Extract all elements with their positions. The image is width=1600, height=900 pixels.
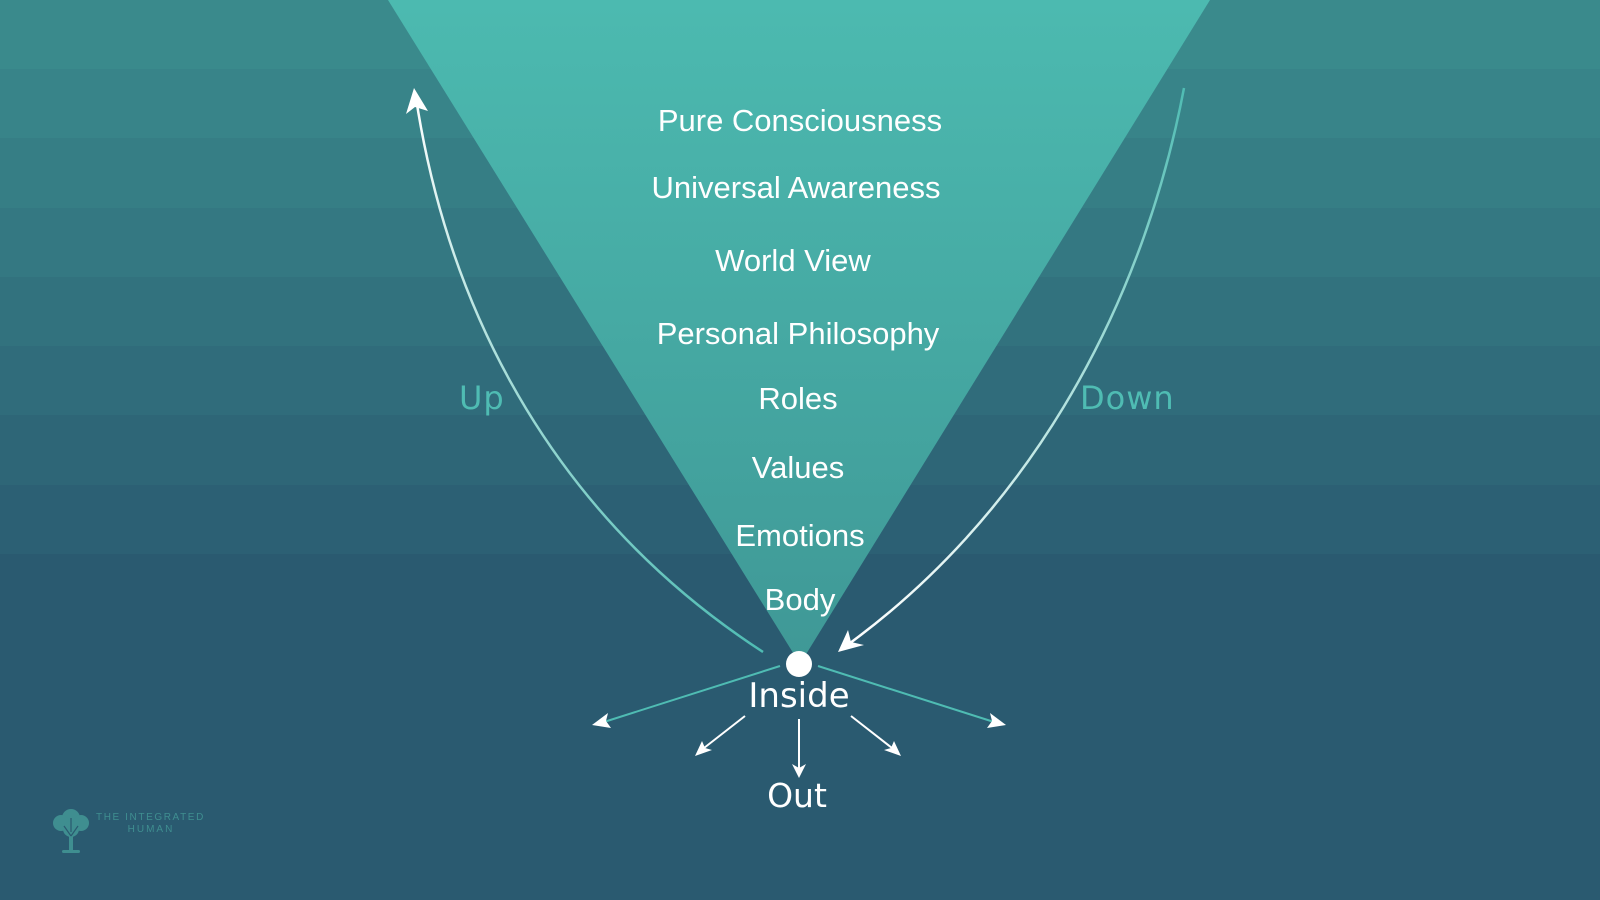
up-arrow-curve bbox=[414, 97, 764, 654]
up-arrow-head bbox=[406, 88, 428, 114]
layer-values: Values bbox=[751, 450, 845, 485]
down-arrow-curve bbox=[845, 87, 1186, 648]
out-arrow-left bbox=[703, 715, 746, 749]
out-arrow-left-head bbox=[695, 741, 712, 756]
out-arrow-far-right-head bbox=[987, 713, 1006, 728]
out-arrow-far-left bbox=[603, 665, 781, 723]
out-arrow-down-head bbox=[792, 764, 806, 778]
out-arrow-far-right bbox=[817, 665, 995, 723]
awareness-cone bbox=[388, 0, 1210, 664]
layer-roles: Roles bbox=[758, 381, 838, 416]
down-label: Down bbox=[1080, 379, 1175, 417]
brand-name-line2: HUMAN bbox=[127, 824, 175, 835]
out-label: Out bbox=[767, 776, 827, 815]
inside-point bbox=[786, 651, 812, 677]
brand-logo: THE INTEGRATED HUMAN bbox=[50, 806, 210, 860]
outward-arrows bbox=[592, 665, 1006, 778]
down-arrow-head bbox=[838, 630, 864, 652]
layer-body: Body bbox=[764, 582, 836, 617]
up-label: Up bbox=[459, 379, 505, 417]
layer-world-view: World View bbox=[715, 243, 871, 278]
brand-name-line1: THE INTEGRATED bbox=[96, 812, 205, 823]
out-arrow-right-head bbox=[884, 741, 901, 756]
out-arrow-far-left-head bbox=[592, 713, 611, 728]
tree-icon bbox=[53, 809, 89, 853]
out-arrow-right bbox=[850, 715, 893, 749]
layer-pure-consciousness: Pure Consciousness bbox=[657, 103, 943, 138]
layer-personal-philosophy: Personal Philosophy bbox=[656, 316, 940, 351]
layer-universal-awareness: Universal Awareness bbox=[651, 170, 941, 205]
inside-label: Inside bbox=[748, 676, 850, 716]
background-band bbox=[0, 830, 1600, 900]
layer-emotions: Emotions bbox=[735, 518, 865, 553]
